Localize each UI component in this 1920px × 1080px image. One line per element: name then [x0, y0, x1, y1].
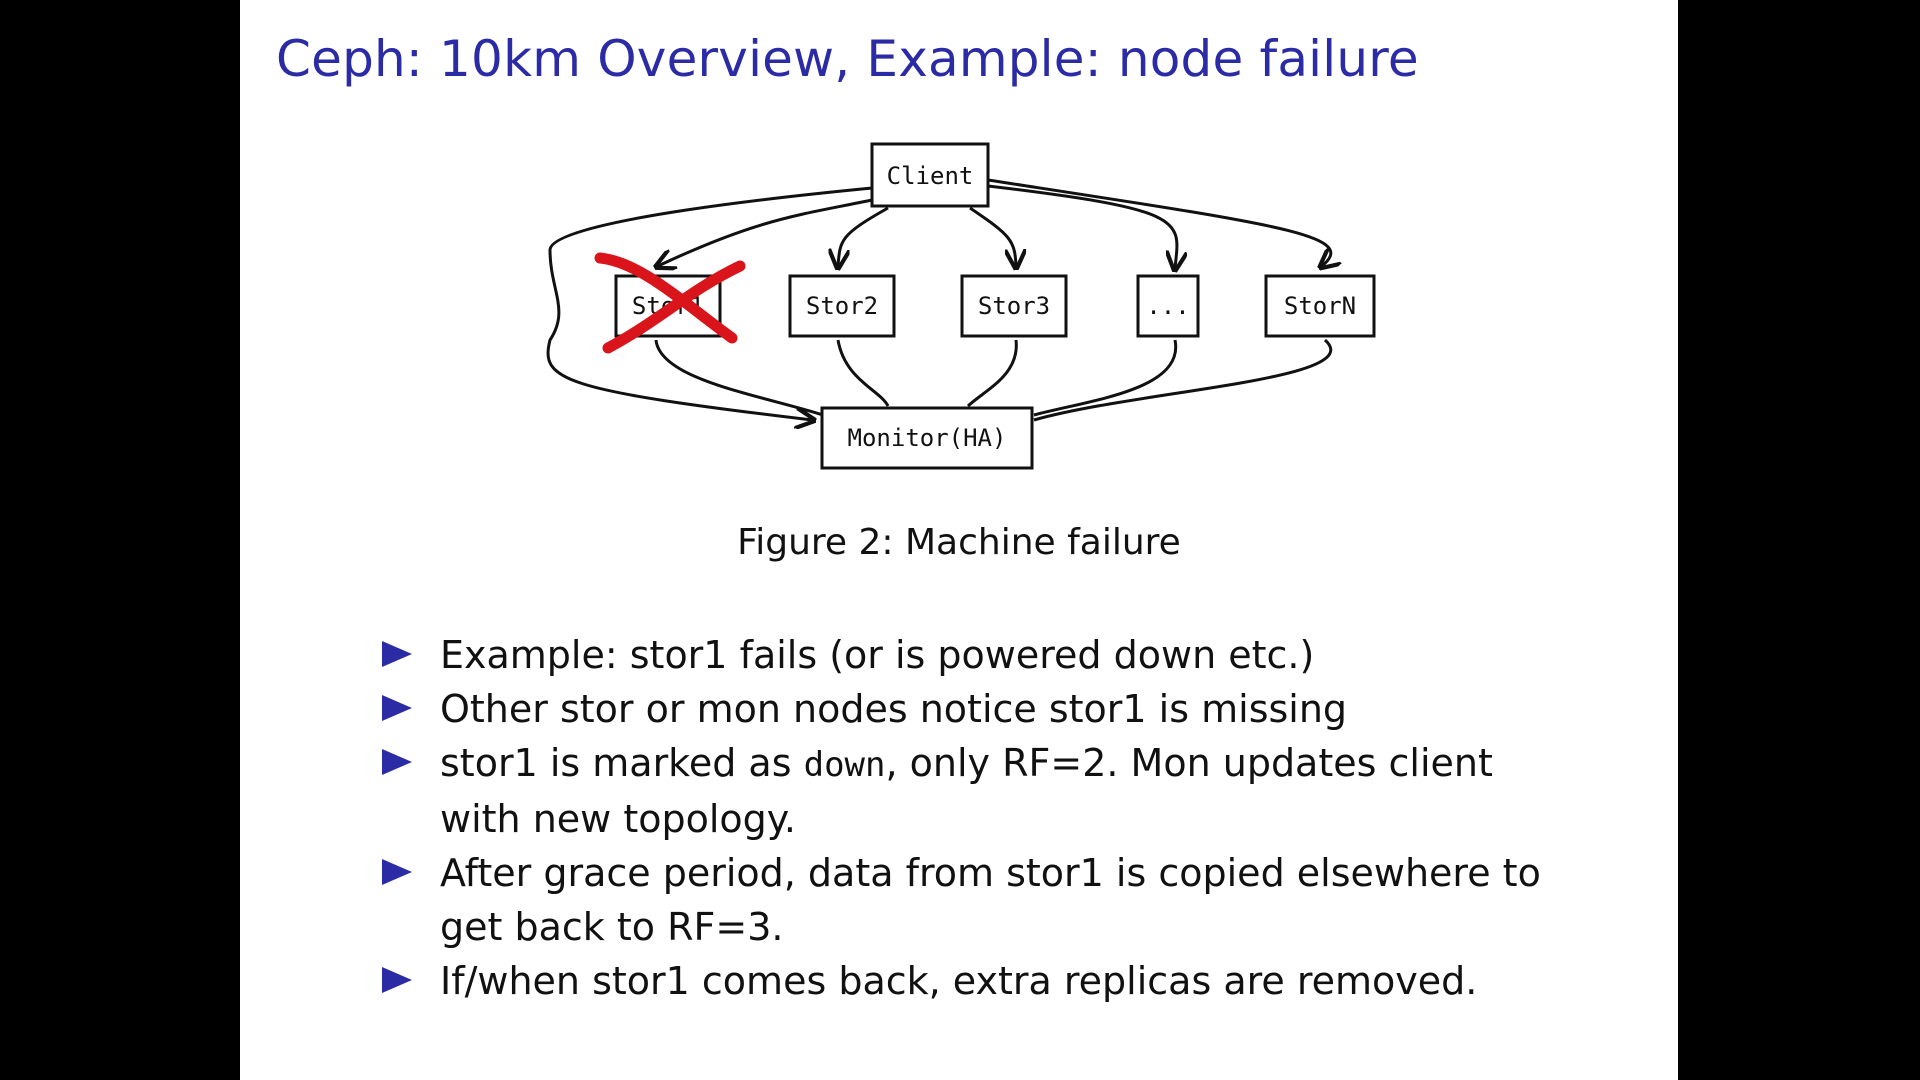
- bullet-code: down: [803, 745, 886, 785]
- bullet-item: Example: stor1 fails (or is powered down…: [382, 628, 1582, 682]
- bullet-text: Other stor or mon nodes notice stor1 is …: [440, 687, 1348, 731]
- bullet-text: , only RF=2. Mon updates client with new…: [440, 741, 1493, 841]
- bullet-item: Other stor or mon nodes notice stor1 is …: [382, 682, 1582, 736]
- bullet-marker-icon: [382, 859, 412, 885]
- node-monitor-label: Monitor(HA): [848, 424, 1007, 452]
- node-ellipsis-label: ...: [1146, 292, 1189, 320]
- node-client-label: Client: [887, 162, 974, 190]
- node-monitor: Monitor(HA): [820, 406, 1034, 470]
- failure-cross-icon: [594, 252, 746, 354]
- node-storN: StorN: [1264, 274, 1376, 338]
- bullet-marker-icon: [382, 749, 412, 775]
- bullet-text: stor1 is marked as: [440, 741, 804, 785]
- node-stor3: Stor3: [960, 274, 1068, 338]
- bullet-item: After grace period, data from stor1 is c…: [382, 846, 1582, 954]
- diagram-edges: [546, 178, 1331, 420]
- bullet-marker-icon: [382, 967, 412, 993]
- node-ellipsis: ...: [1136, 274, 1200, 338]
- slide: Ceph: 10km Overview, Example: node failu…: [240, 0, 1678, 1080]
- node-stor2-label: Stor2: [806, 292, 878, 320]
- node-storN-label: StorN: [1284, 292, 1356, 320]
- slide-title: Ceph: 10km Overview, Example: node failu…: [276, 30, 1419, 88]
- bullet-marker-icon: [382, 695, 412, 721]
- bullet-text: After grace period, data from stor1 is c…: [440, 851, 1541, 949]
- bullet-item: stor1 is marked as down, only RF=2. Mon …: [382, 736, 1582, 846]
- node-stor2: Stor2: [788, 274, 896, 338]
- bullet-marker-icon: [382, 641, 412, 667]
- bullet-text: If/when stor1 comes back, extra replicas…: [440, 959, 1478, 1003]
- bullet-item: If/when stor1 comes back, extra replicas…: [382, 954, 1582, 1008]
- figure-caption: Figure 2: Machine failure: [737, 522, 1181, 563]
- bullet-list: Example: stor1 fails (or is powered down…: [382, 628, 1582, 1008]
- node-client: Client: [870, 142, 990, 208]
- bullet-text: Example: stor1 fails (or is powered down…: [440, 633, 1315, 677]
- ceph-diagram: Client Stor1 Stor2 Stor3 ... StorN Monit…: [546, 142, 1376, 470]
- node-stor3-label: Stor3: [978, 292, 1050, 320]
